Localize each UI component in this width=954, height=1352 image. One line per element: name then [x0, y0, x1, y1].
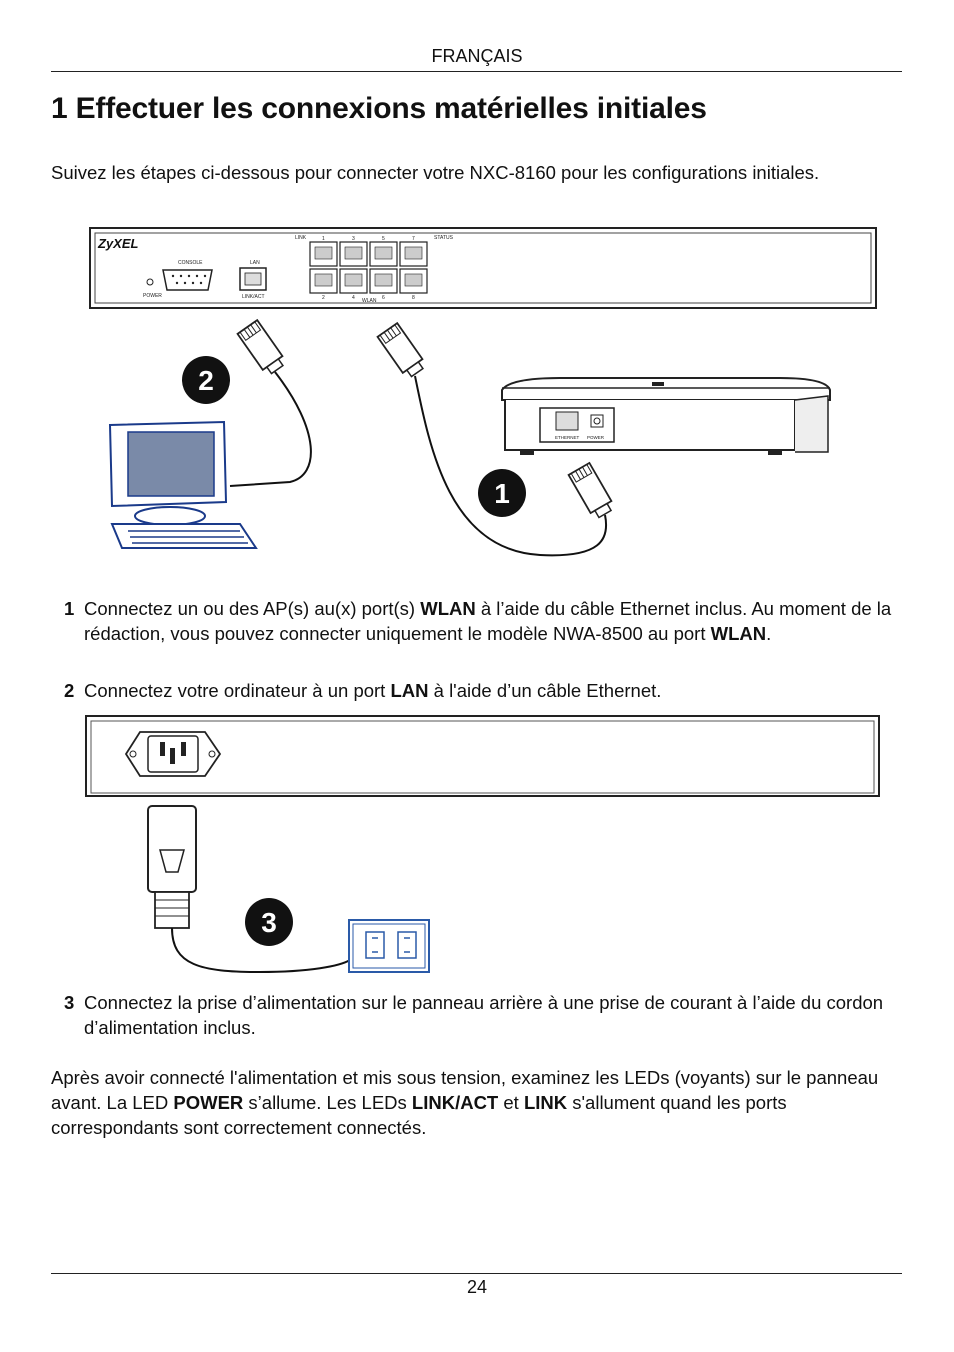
svg-text:3: 3: [352, 236, 355, 242]
svg-text:1: 1: [494, 478, 510, 509]
svg-text:6: 6: [382, 295, 385, 301]
switch-rear-panel: [85, 715, 880, 797]
svg-text:STATUS: STATUS: [434, 235, 454, 241]
power-led-icon: [146, 278, 154, 286]
svg-text:LINK/ACT: LINK/ACT: [242, 294, 265, 300]
footer-rule: [51, 1273, 902, 1274]
header-language: FRANÇAIS: [431, 46, 523, 66]
svg-text:1: 1: [322, 236, 325, 242]
callout-3: 3: [245, 898, 293, 946]
ethernet-plug-icon: [236, 318, 284, 375]
svg-text:8: 8: [412, 295, 415, 301]
computer-icon: [108, 420, 258, 549]
step-text: Connectez la prise d’alimentation sur le…: [84, 992, 884, 1038]
svg-text:POWER: POWER: [587, 435, 605, 440]
step-number: 2: [64, 680, 75, 701]
callout-1: 1: [478, 469, 526, 517]
access-point-icon: ETHERNET POWER: [501, 377, 831, 455]
step-text: Connectez votre ordinateur à un port LAN…: [84, 680, 662, 701]
svg-text:POWER: POWER: [143, 293, 162, 299]
step-3: 3 Connectez la prise d’alimentation sur …: [64, 990, 904, 1040]
step-number: 3: [64, 992, 75, 1013]
svg-text:2: 2: [322, 295, 325, 301]
page-title: 1 Effectuer les connexions matérielles i…: [51, 92, 707, 125]
ethernet-plug-icon: [567, 461, 613, 519]
figure-power: 3: [85, 715, 880, 974]
page-number: 24: [466, 1277, 488, 1297]
step-2: 2 Connectez votre ordinateur à un port L…: [64, 678, 904, 703]
ethernet-plug-icon: [376, 321, 424, 378]
step-number: 1: [64, 598, 75, 619]
header-rule: [51, 71, 902, 72]
after-paragraph: Après avoir connecté l'alimentation et m…: [51, 1067, 879, 1138]
svg-text:7: 7: [412, 236, 415, 242]
step-1: 1 Connectez un ou des AP(s) au(x) port(s…: [64, 596, 904, 646]
svg-text:5: 5: [382, 236, 385, 242]
brand-logo: ZyXEL: [97, 236, 139, 251]
svg-text:2: 2: [198, 365, 214, 396]
figure-connections: ZyXEL CONSOLE POWER LAN LINK/ACT LINK ST…: [89, 227, 877, 557]
svg-text:LAN: LAN: [250, 260, 260, 266]
svg-text:LINK: LINK: [295, 235, 307, 241]
svg-text:WLAN: WLAN: [362, 298, 377, 304]
wall-outlet-icon: [348, 919, 430, 973]
switch-front-panel: ZyXEL CONSOLE POWER LAN LINK/ACT LINK ST…: [89, 227, 877, 309]
step-text: Connectez un ou des AP(s) au(x) port(s) …: [84, 598, 892, 644]
svg-text:ETHERNET: ETHERNET: [555, 435, 580, 440]
power-plug-icon: [147, 805, 197, 929]
svg-text:3: 3: [261, 907, 277, 938]
svg-text:CONSOLE: CONSOLE: [178, 260, 203, 266]
callout-2: 2: [182, 356, 230, 404]
svg-text:4: 4: [352, 295, 355, 301]
intro-paragraph: Suivez les étapes ci-dessous pour connec…: [51, 162, 820, 183]
